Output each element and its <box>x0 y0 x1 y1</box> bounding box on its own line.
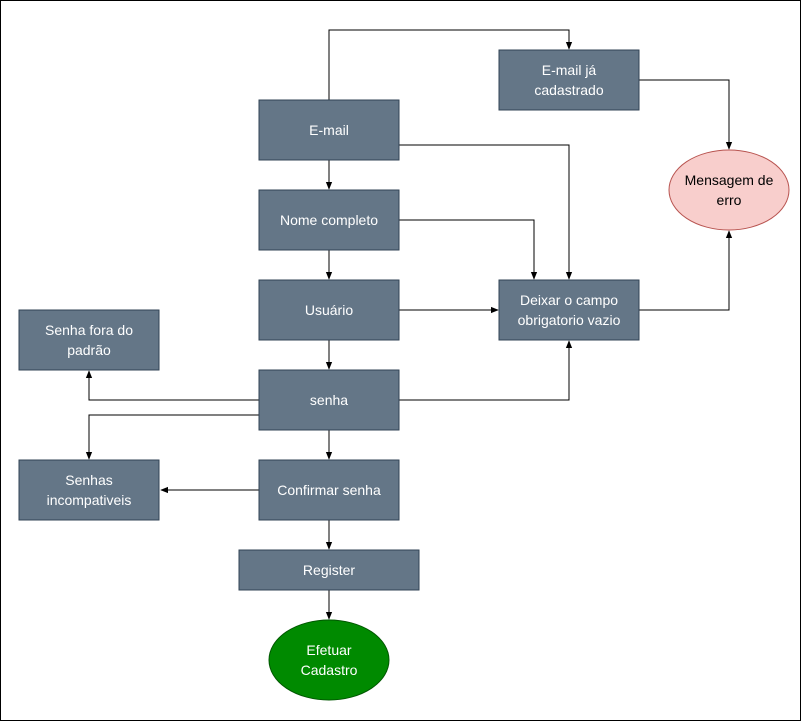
node-senhas-incompativeis-label-line: Senhas <box>65 472 112 488</box>
node-efetuar-cadastro-label-line: Efetuar <box>306 642 351 658</box>
node-deixar-campo-vazio-label-line: Deixar o campo <box>520 292 618 308</box>
node-email-ja-cadastrado: E-mail já cadastrado <box>498 49 640 111</box>
edge-senha-to-senha-fora <box>85 370 259 401</box>
edge-nome-to-deixar <box>399 219 538 280</box>
node-usuario: Usuário <box>258 279 400 341</box>
node-mensagem-de-erro-shape <box>668 149 790 231</box>
node-mensagem-de-erro-label-line: erro <box>717 192 742 208</box>
node-senhas-incompativeis: Senhas incompativeis <box>18 459 160 521</box>
node-senha-label-line: senha <box>310 392 348 408</box>
node-email-ja-cadastrado-label: E-mail já cadastrado <box>534 62 603 98</box>
node-senha-fora-do-padrao-label-line: Senha fora do <box>45 322 133 338</box>
node-senha-fora-do-padrao-shape <box>18 309 160 371</box>
node-deixar-campo-vazio-label-line: obrigatorio vazio <box>518 312 621 328</box>
edge-email-to-email-cadastrado <box>328 29 573 100</box>
node-email: E-mail <box>258 99 400 161</box>
node-nome-completo: Nome completo <box>258 189 400 251</box>
node-senha-fora-do-padrao: Senha fora do padrão <box>18 309 160 371</box>
node-confirmar-senha: Confirmar senha <box>258 459 400 521</box>
edge-email-cadastrado-to-mensagem <box>639 79 733 150</box>
node-email-ja-cadastrado-label-line: E-mail já <box>542 62 597 78</box>
node-senhas-incompativeis-shape <box>18 459 160 521</box>
edges <box>85 29 733 620</box>
node-email-label: E-mail <box>309 122 349 138</box>
node-deixar-campo-vazio: Deixar o campo obrigatorio vazio <box>498 279 640 341</box>
node-register-shape <box>238 549 420 591</box>
node-usuario-label: Usuário <box>305 302 353 318</box>
node-email-label-line: E-mail <box>309 122 349 138</box>
node-usuario-shape <box>258 279 400 341</box>
node-senha-label: senha <box>310 392 348 408</box>
node-email-ja-cadastrado-shape <box>498 49 640 111</box>
node-senha-fora-do-padrao-label-line: padrão <box>67 342 111 358</box>
node-email-shape <box>258 99 400 161</box>
edge-senha-to-deixar <box>399 340 573 401</box>
node-deixar-campo-vazio-label: Deixar o campo obrigatorio vazio <box>518 292 621 328</box>
node-senha-fora-do-padrao-label: Senha fora do padrão <box>45 322 133 358</box>
node-nome-completo-label-line: Nome completo <box>280 212 378 228</box>
node-email-ja-cadastrado-label-line: cadastrado <box>534 82 603 98</box>
node-mensagem-de-erro-label: Mensagem de erro <box>685 172 774 208</box>
node-mensagem-de-erro: Mensagem de erro <box>668 149 790 231</box>
node-register: Register <box>238 549 420 591</box>
edge-email-to-deixar <box>399 144 573 280</box>
node-nome-completo-shape <box>258 189 400 251</box>
node-deixar-campo-vazio-shape <box>498 279 640 341</box>
node-senha: senha <box>258 369 400 431</box>
node-register-label-line: Register <box>303 562 355 578</box>
node-usuario-label-line: Usuário <box>305 302 353 318</box>
node-senha-shape <box>258 369 400 431</box>
node-nome-completo-label: Nome completo <box>280 212 378 228</box>
edge-senha-to-senhas-incomp <box>85 414 259 460</box>
node-mensagem-de-erro-label-line: Mensagem de <box>685 172 774 188</box>
node-senhas-incompativeis-label: Senhas incompativeis <box>47 472 132 508</box>
node-confirmar-senha-label-line: Confirmar senha <box>277 482 381 498</box>
node-senhas-incompativeis-label-line: incompativeis <box>47 492 132 508</box>
node-register-label: Register <box>303 562 355 578</box>
node-efetuar-cadastro-shape <box>268 619 390 701</box>
edge-deixar-to-mensagem <box>639 230 733 311</box>
node-confirmar-senha-label: Confirmar senha <box>277 482 381 498</box>
node-efetuar-cadastro-label-line: Cadastro <box>301 662 358 678</box>
node-confirmar-senha-shape <box>258 459 400 521</box>
nodes: E-mail Nome completo Usuário senha Confi… <box>18 49 790 701</box>
